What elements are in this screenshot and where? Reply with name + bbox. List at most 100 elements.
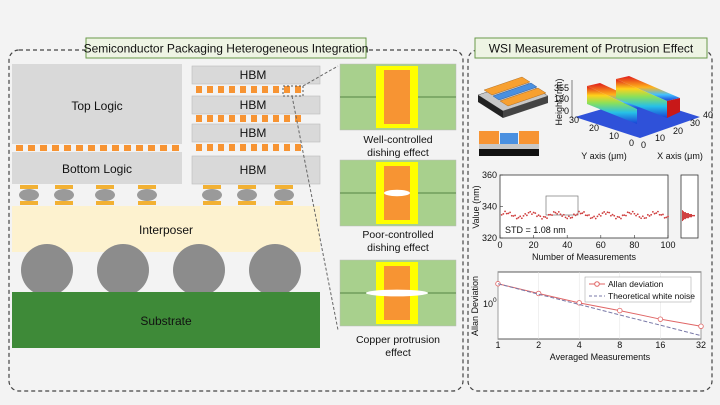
white-noise-line [497, 283, 702, 337]
allan-point [698, 323, 704, 330]
hybrid-bump [136, 145, 143, 151]
microbump-solder [137, 189, 157, 201]
hybrid-bump [28, 145, 35, 151]
scatter-point [564, 216, 567, 219]
scatter-point [623, 214, 626, 217]
solder-ball [21, 244, 73, 296]
microbump-solder [274, 189, 294, 201]
scatter-xtick-label: 80 [629, 240, 639, 250]
histogram-bars [682, 210, 695, 222]
allan-ytick-exp: 0 [493, 297, 497, 304]
hybrid-bump [64, 145, 71, 151]
scatter-point [633, 212, 636, 215]
hbm-bump [284, 86, 290, 93]
scatter-point [620, 217, 622, 220]
allan-xtick-label: 32 [696, 340, 706, 350]
scatter-chart: Value (nm) Number of Measurements STD = … [471, 170, 699, 262]
scatter-point [588, 214, 590, 216]
hbm-bump [218, 115, 224, 122]
microbump-solder [54, 189, 74, 201]
scatter-point [609, 214, 612, 217]
scatter-point [641, 215, 644, 218]
scatter-point [524, 213, 527, 215]
scatter-point [628, 211, 631, 214]
scatter-point [591, 216, 594, 219]
scatter-point [547, 213, 550, 216]
scatter-point [520, 217, 523, 220]
solder-ball [249, 244, 301, 296]
scatter-zoom-rect [545, 195, 579, 216]
scatter-point [630, 212, 632, 215]
scatter-point [603, 211, 606, 213]
scatter-point [544, 216, 547, 218]
block-base-front [478, 95, 503, 118]
scatter-point [554, 211, 557, 214]
ridge-2 [616, 76, 680, 101]
scatter-point [546, 217, 548, 220]
scatter-point [504, 210, 506, 213]
scatter-point [594, 217, 597, 220]
scatter-point [509, 211, 511, 214]
scatter-point [581, 212, 584, 215]
hbm-die [191, 123, 321, 143]
scatter-point [549, 213, 552, 216]
scatter-point [557, 211, 560, 213]
microbump-pad-bottom [55, 201, 73, 205]
hbm-die [191, 95, 321, 115]
hybrid-bump [40, 145, 47, 151]
x-tick-0: 0 [641, 140, 646, 150]
hbm-bump [284, 144, 290, 151]
scatter-point [541, 217, 543, 220]
histogram-bar [682, 211, 684, 213]
z-tick-180: 180 [554, 94, 569, 104]
scatter-point [522, 214, 525, 217]
solder-ball [173, 244, 225, 296]
legend-label-allan: Allan deviation [608, 279, 664, 289]
scatter-point [613, 214, 616, 217]
hbm-bump [295, 144, 301, 151]
histogram-bar [682, 217, 686, 220]
scatter-point [534, 212, 537, 215]
histogram-frame [680, 174, 699, 239]
hbm-bump [240, 86, 246, 93]
scatter-point [636, 213, 639, 216]
z-tick-0: 0 [564, 106, 569, 116]
hbm-bump [240, 115, 246, 122]
allan-series [495, 281, 704, 337]
scatter-point [517, 216, 520, 219]
x-axis-label-3d: X axis (μm) [657, 151, 703, 161]
scatter-point [621, 214, 624, 217]
hbm-bump [295, 86, 301, 93]
scatter-point [601, 212, 604, 215]
block-illustration [477, 76, 549, 156]
hbm-bump [262, 86, 268, 93]
scatter-point [640, 217, 643, 220]
allan-legend: Allan deviation Theoretical white noise [584, 276, 695, 303]
block-orange-2 [499, 87, 547, 107]
legend-marker-allan [594, 281, 600, 287]
ridge-1-face [587, 86, 637, 124]
surface-plot: Height (nm) 355 180 0 30 20 10 0 Y axis … [554, 76, 713, 161]
scatter-point [611, 213, 614, 216]
scatter-point [567, 215, 570, 218]
scatter-xtick-label: 60 [596, 240, 606, 250]
histogram-bar [682, 210, 683, 212]
dishing-void [384, 189, 410, 197]
microbump-solder [95, 189, 115, 201]
top-logic-label: Top Logic [71, 99, 122, 113]
histogram-bar [682, 213, 689, 215]
allan-point [576, 300, 582, 306]
y-tick-0: 0 [629, 138, 634, 148]
scatter-point [529, 210, 532, 213]
z-tick-355: 355 [554, 83, 569, 93]
substrate-label: Substrate [140, 314, 192, 328]
scatter-frame [499, 174, 669, 239]
hybrid-bump [88, 145, 95, 151]
scatter-point [667, 215, 669, 218]
scatter-point [598, 213, 601, 216]
scatter-point [645, 216, 648, 219]
hbm-die [191, 65, 321, 85]
